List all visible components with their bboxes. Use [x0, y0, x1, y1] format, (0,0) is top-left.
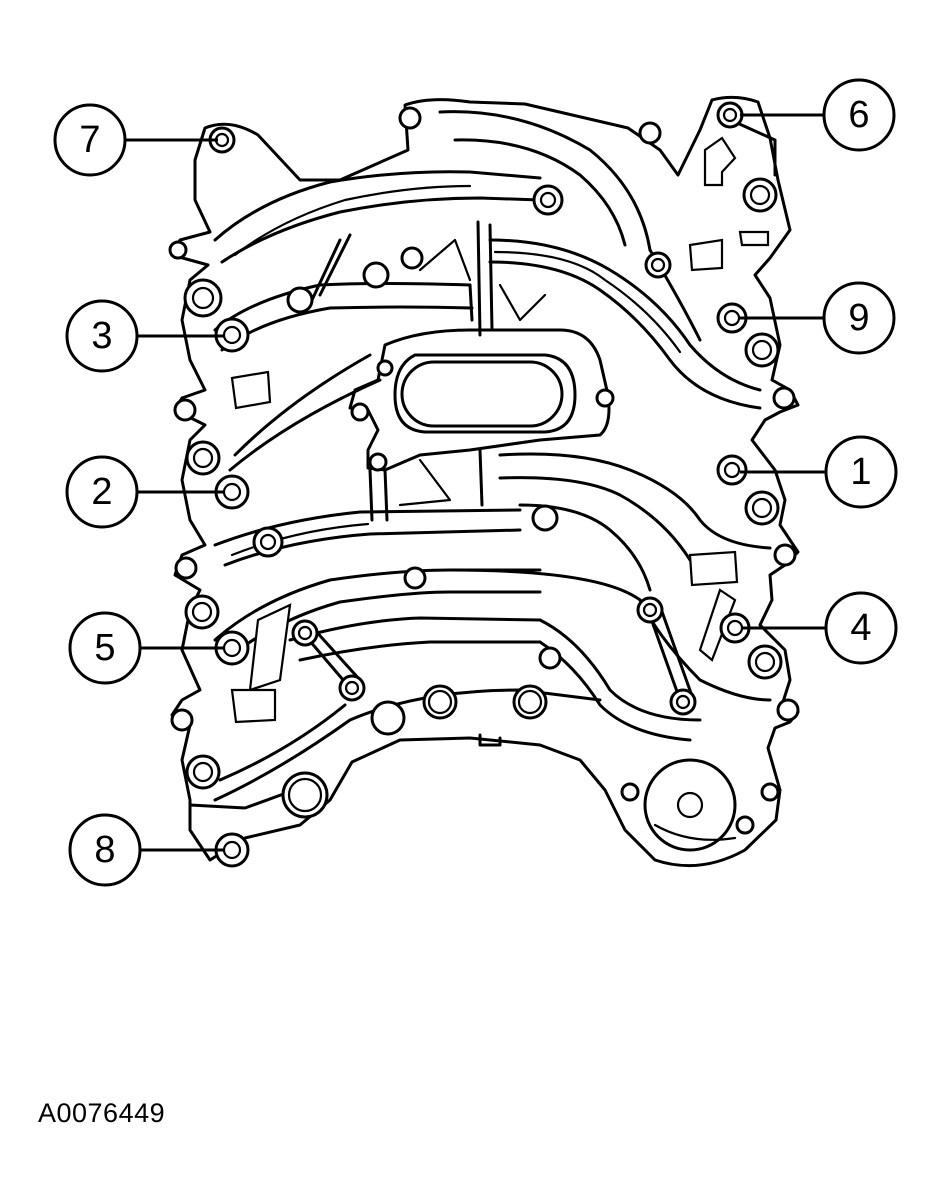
callout-3: 3	[65, 299, 139, 373]
callout-2-label: 2	[91, 471, 112, 513]
callout-5-label: 5	[94, 627, 115, 669]
callout-2: 2	[65, 455, 139, 529]
callout-3-label: 3	[91, 315, 112, 357]
callout-8-label: 8	[94, 829, 115, 871]
callout-1: 1	[824, 435, 898, 509]
callout-5: 5	[68, 611, 142, 685]
manifold-body	[170, 95, 800, 868]
callout-9: 9	[822, 281, 896, 355]
leader-lines	[125, 113, 826, 852]
callout-4-label: 4	[850, 607, 871, 649]
callout-7: 7	[53, 103, 127, 177]
intake-runners	[188, 110, 777, 810]
callout-8: 8	[68, 813, 142, 887]
callout-6: 6	[822, 78, 896, 152]
callout-7-label: 7	[79, 119, 100, 161]
figure-code: A0076449	[38, 1098, 166, 1128]
callout-9-label: 9	[848, 297, 869, 339]
callout-4: 4	[824, 591, 898, 665]
callout-1-label: 1	[850, 451, 871, 493]
throttle-body-flange	[348, 328, 611, 472]
callout-6-label: 6	[848, 94, 869, 136]
